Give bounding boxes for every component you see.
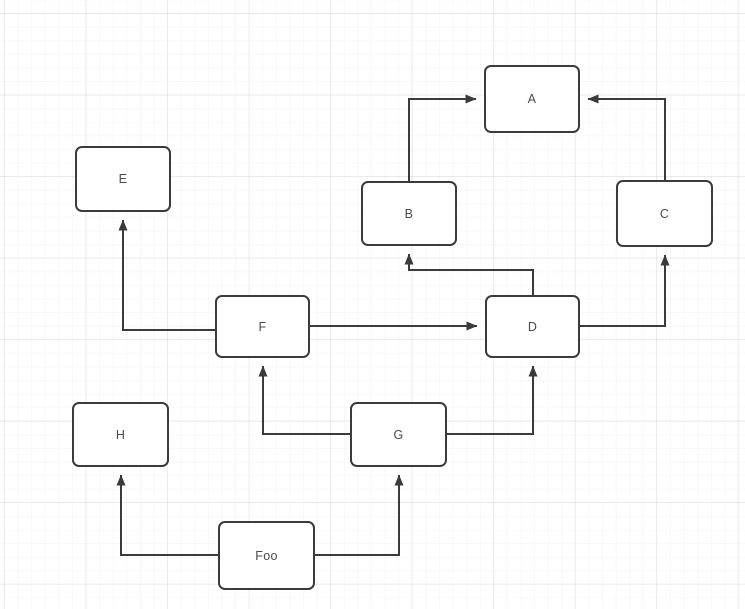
edge-g-d[interactable] [447,365,538,435]
node-e[interactable]: E [75,146,171,212]
edge-c-a[interactable] [587,94,666,180]
edge-f-e[interactable] [118,219,215,331]
node-label: D [527,319,538,334]
node-label: A [527,92,537,106]
edges [116,94,670,556]
node-label: E [118,172,128,186]
edge-d-b[interactable] [404,253,534,295]
node-d[interactable]: D [485,295,580,358]
node-label: G [393,427,404,442]
node-f[interactable]: F [215,295,310,358]
edge-b-a[interactable] [408,94,477,181]
edge-g-f[interactable] [258,365,350,435]
node-c[interactable]: C [616,180,713,247]
node-label: F [258,319,267,334]
node-label: C [659,206,670,221]
edge-foo-g[interactable] [315,474,404,556]
node-label: H [115,427,126,442]
edge-d-c[interactable] [580,254,670,327]
node-label: Foo [255,548,278,563]
node-g[interactable]: G [350,402,447,467]
node-label: B [404,206,414,221]
node-foo[interactable]: Foo [218,521,315,590]
node-a[interactable]: A [484,65,580,133]
node-h[interactable]: H [72,402,169,467]
node-b[interactable]: B [361,181,457,246]
edge-foo-h[interactable] [116,474,218,556]
